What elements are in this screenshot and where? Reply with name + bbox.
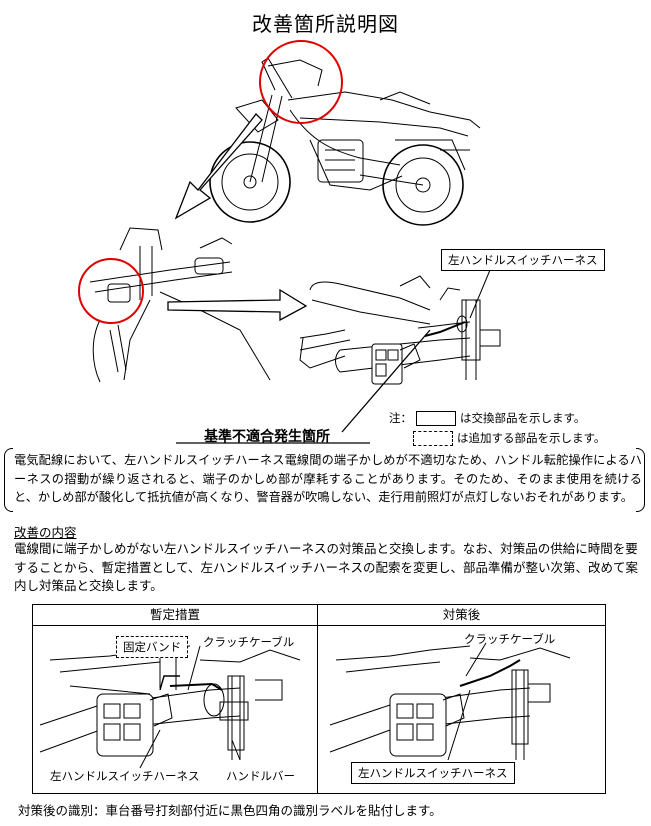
dashed-swatch bbox=[413, 431, 453, 446]
harness-label-right: 左ハンドルスイッチハーネス bbox=[351, 762, 515, 784]
harness-label-left: 左ハンドルスイッチハーネス bbox=[50, 769, 200, 783]
legend-solid: 注： は交換部品を示します。 bbox=[389, 410, 585, 426]
temporary-measure-illustration bbox=[39, 645, 301, 760]
table-header-temporary: 暫定措置 bbox=[33, 605, 317, 626]
table-divider bbox=[317, 605, 318, 793]
cockpit-illustration bbox=[89, 227, 271, 383]
arrow-down-left bbox=[174, 113, 263, 220]
clutch-cable-label-right: クラッチケーブル bbox=[464, 632, 556, 646]
page-title: 改善箇所説明図 bbox=[252, 12, 399, 36]
clutch-cable-label-left: クラッチケーブル bbox=[203, 635, 295, 649]
improvement-body: 電線間に端子かしめがない左ハンドルスイッチハーネスの対策品と交換します。なお、対… bbox=[14, 541, 639, 593]
improvement-heading: 改善の内容 bbox=[14, 525, 77, 540]
fixing-band-label: 固定バンド bbox=[116, 636, 189, 658]
motorcycle-illustration bbox=[209, 57, 481, 226]
handlebar-label: ハンドルバー bbox=[226, 769, 295, 783]
note-prefix: 注： bbox=[389, 411, 412, 425]
comparison-table: 暫定措置 対策後 bbox=[32, 604, 606, 794]
highlight-circle-top bbox=[259, 40, 343, 124]
arrow-right bbox=[167, 288, 308, 322]
legend-dashed: は追加する部品を示します。 bbox=[409, 430, 605, 446]
nonconformity-label: 基準不適合発生箇所 bbox=[204, 429, 330, 445]
highlight-circle-mid bbox=[78, 258, 144, 324]
table-header-countermeasure: 対策後 bbox=[318, 605, 605, 626]
switch-detail-illustration bbox=[299, 275, 501, 385]
note-solid-text: は交換部品を示します。 bbox=[460, 411, 586, 425]
identification-note: 対策後の識別：車台番号打刻部付近に黒色四角の識別ラベルを貼付します。 bbox=[18, 803, 442, 818]
harness-label-top: 左ハンドルスイッチハーネス bbox=[441, 249, 605, 271]
note-dashed-text: は追加する部品を示します。 bbox=[457, 431, 606, 445]
description-bracket-left bbox=[4, 448, 13, 512]
countermeasure-illustration bbox=[329, 645, 571, 760]
solid-swatch bbox=[416, 411, 456, 426]
nonconformity-description: 電気配線において、左ハンドルスイッチハーネス電線間の端子かしめが不適切なため、ハ… bbox=[14, 453, 642, 504]
